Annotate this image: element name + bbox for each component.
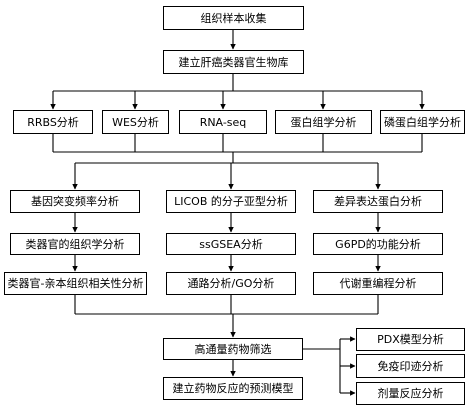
node-g6pd: G6PD的功能分析	[313, 233, 443, 255]
node-rnaseq: RNA-seq	[179, 110, 267, 134]
node-diffprotein: 差异表达蛋白分析	[313, 190, 443, 213]
node-collect: 组织样本收集	[163, 6, 304, 30]
node-rrbs: RRBS分析	[13, 110, 93, 134]
node-pathway: 通路分析/GO分析	[166, 272, 296, 295]
node-licob: LICOB 的分子亚型分析	[166, 190, 296, 213]
node-dose: 剂量反应分析	[356, 382, 465, 405]
node-wes: WES分析	[102, 110, 169, 134]
node-immuno: 免疫印迹分析	[356, 354, 465, 378]
node-pdx: PDX模型分析	[356, 328, 465, 351]
node-screening: 高通量药物筛选	[163, 338, 303, 360]
node-histology: 类器官的组织学分析	[10, 233, 140, 255]
node-ssgsea: ssGSEA分析	[166, 233, 296, 255]
node-proteomics: 蛋白组学分析	[275, 110, 372, 134]
node-library: 建立肝癌类器官生物库	[163, 50, 304, 74]
node-correlation: 类器官-亲本组织相关性分析	[4, 272, 147, 295]
node-prediction: 建立药物反应的预测模型	[163, 377, 303, 400]
node-phospho: 磷蛋白组学分析	[380, 110, 465, 134]
node-mutation: 基因突变频率分析	[10, 190, 140, 213]
node-metabolic: 代谢重编程分析	[313, 272, 443, 295]
